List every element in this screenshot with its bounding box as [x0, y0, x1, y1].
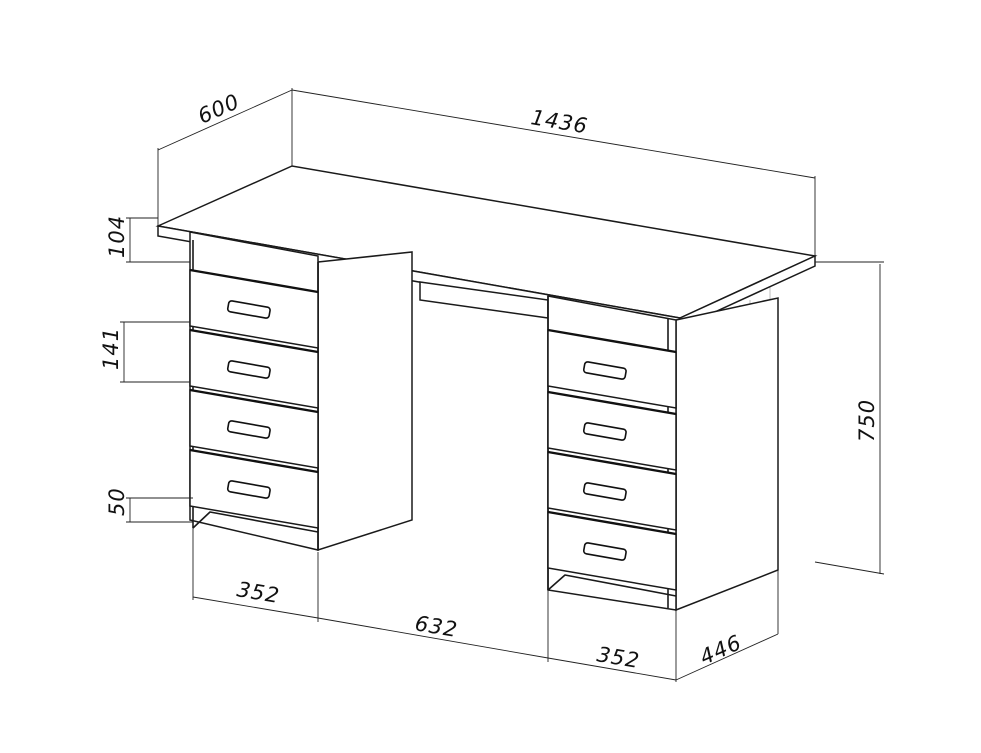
right-drawer-3	[547, 450, 677, 531]
dim-plinth-label: 50	[105, 487, 129, 516]
drawer-handle-icon	[582, 361, 627, 380]
right-drawer-1	[547, 328, 677, 409]
right-drawer-4	[547, 510, 677, 591]
dim-left-pedestal-label: 352	[235, 577, 281, 608]
drawer-handle-icon	[226, 420, 271, 439]
drawer-handle-icon	[582, 542, 627, 561]
left-drawer-2	[189, 328, 319, 409]
left-pedestal	[189, 231, 413, 552]
drawer-handle-icon	[582, 422, 627, 441]
drawer-handle-icon	[226, 360, 271, 379]
drawer-handle-icon	[226, 480, 271, 499]
dim-top-thickness-label: 104	[105, 215, 129, 258]
dimension-lines	[120, 88, 885, 682]
dim-right-pedestal-label: 352	[595, 642, 641, 673]
drawer-handle-icon	[582, 482, 627, 501]
dim-gap-label: 632	[413, 611, 459, 642]
right-drawer-2	[547, 390, 677, 471]
left-drawer-4	[189, 448, 319, 529]
dim-width-label: 1436	[529, 105, 590, 138]
left-drawer-3	[189, 388, 319, 469]
right-pedestal	[547, 295, 779, 612]
dim-height-label: 750	[855, 399, 879, 442]
dim-pedestal-depth-label: 446	[696, 630, 745, 669]
left-drawer-1	[189, 268, 319, 349]
drawer-handle-icon	[226, 300, 271, 319]
dim-drawer-height-label: 141	[99, 327, 123, 370]
